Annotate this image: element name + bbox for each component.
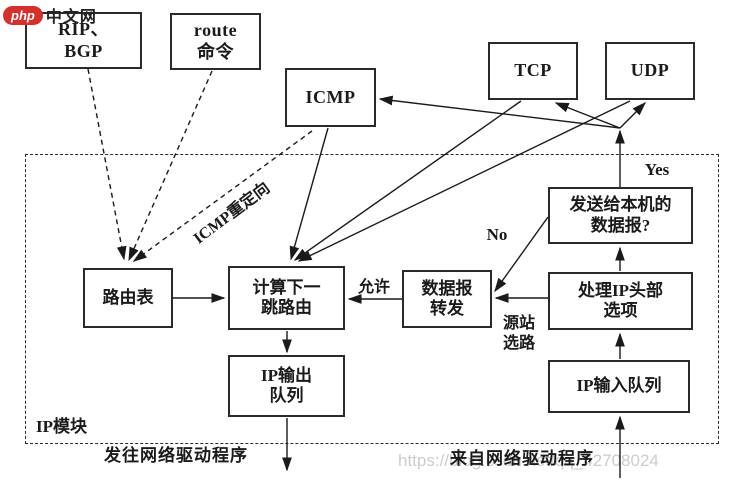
label-to-network-driver: 发往网络驱动程序 [104,446,248,465]
php-logo-badge: php [3,5,43,25]
label-from-network-driver: 来自网络驱动程序 [450,449,594,468]
box-ip-input-queue: IP输入队列 [548,360,690,413]
box-rip-bgp: RIP、 BGP [25,12,142,69]
label-ip-module: IP模块 [36,417,87,436]
box-datagram-forward: 数据报 转发 [402,270,492,328]
box-process-ip-header: 处理IP头部 选项 [548,272,693,330]
box-udp: UDP [605,42,695,100]
php-cn-logo: php 中文网 [3,3,97,27]
box-icmp: ICMP [285,68,376,127]
edge-icmp-to-nexthop [289,127,329,261]
edge-udp-to-nexthop [297,100,631,262]
box-tcp: TCP [488,42,578,100]
box-ip-output-queue: IP输出 队列 [228,355,345,417]
box-next-hop: 计算下一 跳路由 [228,266,345,330]
box-route-command: route 命令 [170,13,261,70]
csdn-watermark: https://blog.csdn.net/qq_42708024 [398,451,659,470]
label-no: No [486,225,508,244]
edge-icmp-redirect-to-routingtable [132,130,313,262]
label-yes: Yes [644,160,670,179]
label-source-routing: 源站 选路 [502,315,535,352]
edge-branch-to-tcp [554,102,621,129]
ip-module-boundary [25,154,719,444]
edge-no-to-forward [494,216,549,293]
edge-routecmd-to-routingtable [128,70,213,262]
box-local-datagram-check: 发送给本机的 数据报? [548,187,693,244]
box-routing-table: 路由表 [83,268,173,328]
edge-ripbgp-to-routingtable [87,68,127,261]
php-logo-sitename: 中文网 [45,9,97,26]
edge-branch-to-udp [619,102,646,129]
edge-tcp-to-nexthop [293,100,522,261]
edge-branch-to-icmp [378,95,621,129]
label-allow: 允许 [357,279,390,296]
